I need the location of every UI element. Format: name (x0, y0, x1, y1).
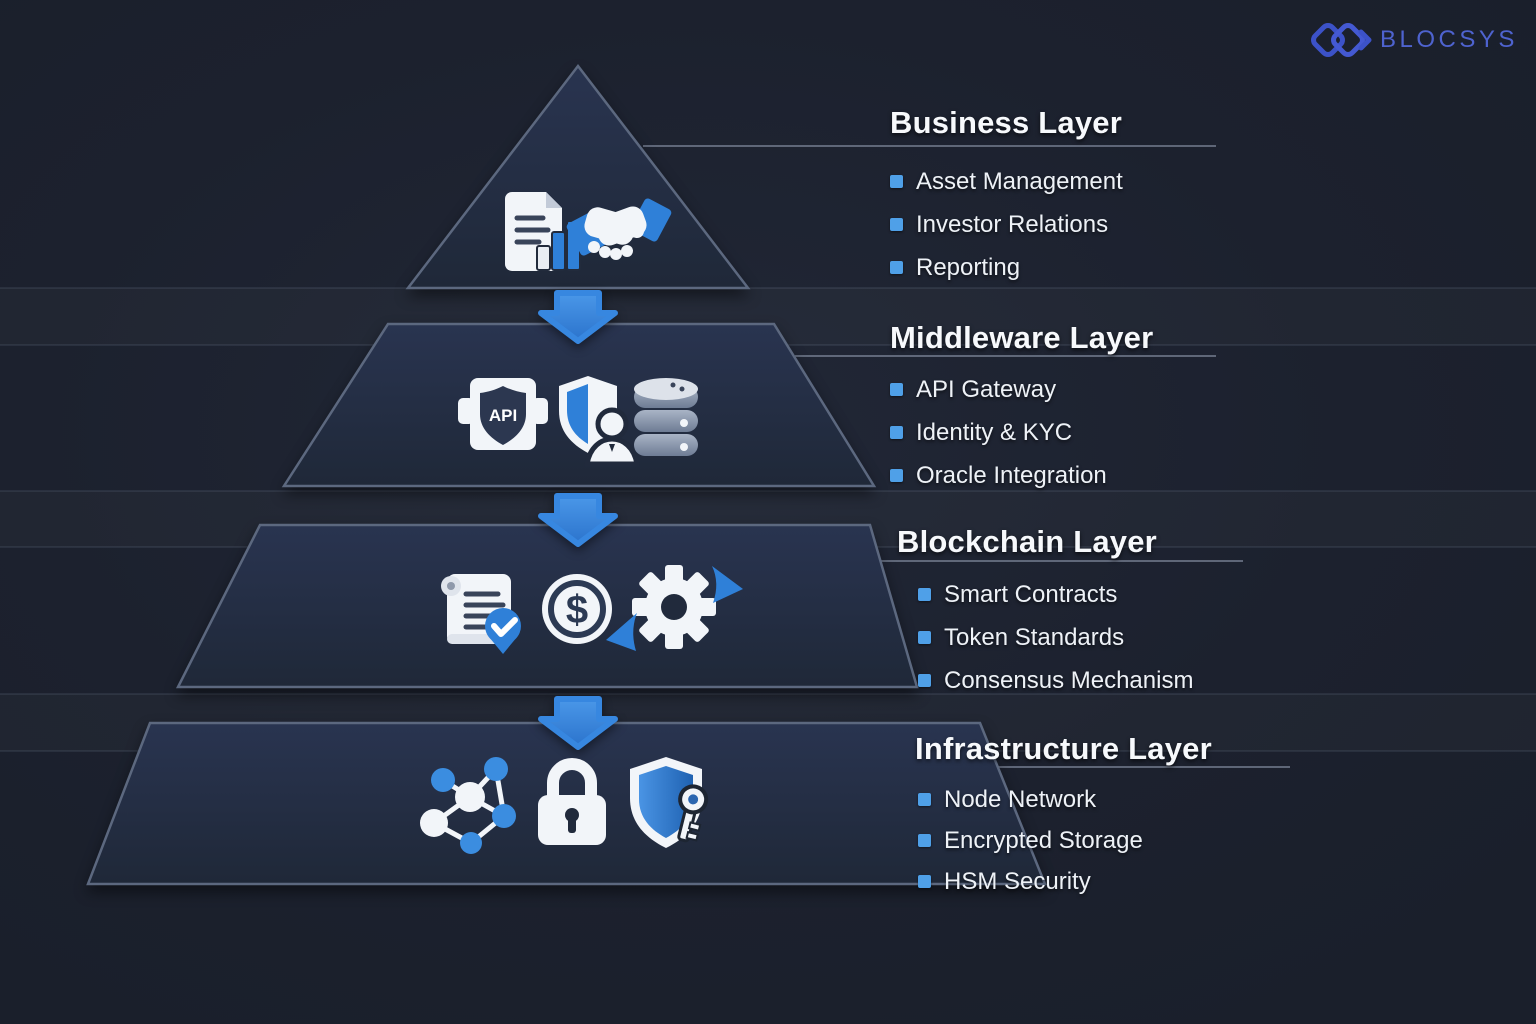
layer-item-list: Smart Contracts Token Standards Consensu… (897, 573, 1327, 702)
handshake-icon (566, 198, 672, 260)
item-label: Encrypted Storage (944, 826, 1143, 854)
layer-info-middleware: Middleware Layer API Gateway Identity & … (890, 318, 1320, 497)
list-item: Oracle Integration (890, 454, 1320, 497)
bullet-square-icon (890, 218, 903, 231)
layer-title: Business Layer (890, 105, 1122, 140)
smart-contract-icon (441, 574, 521, 654)
layer-item-list: Node Network Encrypted Storage HSM Secur… (915, 779, 1345, 902)
list-item: Encrypted Storage (918, 820, 1345, 861)
layer-title: Infrastructure Layer (915, 731, 1212, 766)
bullet-square-icon (918, 793, 931, 806)
list-item: API Gateway (890, 368, 1320, 411)
bullet-square-icon (918, 674, 931, 687)
list-item: Asset Management (890, 160, 1320, 203)
down-arrow-icon (538, 696, 618, 750)
list-item: HSM Security (918, 861, 1345, 902)
item-label: Consensus Mechanism (944, 666, 1194, 694)
layer-item-list: Asset Management Investor Relations Repo… (890, 160, 1320, 289)
bullet-square-icon (918, 875, 931, 888)
consensus-gear-icon (606, 565, 743, 651)
dollar-symbol: $ (566, 588, 588, 632)
blocsys-logo-icon (1311, 23, 1372, 57)
down-arrow-icon (538, 493, 618, 547)
item-label: Asset Management (916, 167, 1123, 195)
down-arrow-icon (538, 290, 618, 344)
dollar-coin-icon: $ (542, 574, 612, 644)
item-label: Smart Contracts (944, 580, 1118, 608)
list-item: Node Network (918, 779, 1345, 820)
bullet-square-icon (890, 175, 903, 188)
layer-title: Blockchain Layer (897, 524, 1157, 559)
item-label: API Gateway (916, 375, 1057, 403)
list-item: Identity & KYC (890, 411, 1320, 454)
layer-info-blockchain: Blockchain Layer Smart Contracts Token S… (897, 522, 1327, 702)
api-label: API (489, 406, 517, 425)
list-item: Token Standards (918, 616, 1327, 659)
list-item: Consensus Mechanism (918, 659, 1327, 702)
item-label: Token Standards (944, 623, 1125, 651)
layer-info-infrastructure: Infrastructure Layer Node Network Encryp… (915, 729, 1345, 902)
list-item: Reporting (890, 246, 1320, 289)
layer-item-list: API Gateway Identity & KYC Oracle Integr… (890, 368, 1320, 497)
list-item: Smart Contracts (918, 573, 1327, 616)
bullet-square-icon (918, 834, 931, 847)
brand-name: BLOCSYS (1380, 26, 1518, 53)
item-label: Reporting (916, 253, 1021, 281)
list-item: Investor Relations (890, 203, 1320, 246)
item-label: Node Network (944, 785, 1097, 813)
bullet-square-icon (918, 631, 931, 644)
business-layer-shape (405, 63, 751, 290)
bullet-square-icon (890, 469, 903, 482)
database-icon (634, 378, 698, 456)
api-gateway-icon: API (458, 378, 548, 450)
shield-key-icon (630, 757, 709, 848)
brand-logo: BLOCSYS (1308, 14, 1518, 66)
layer-title: Middleware Layer (890, 320, 1154, 355)
node-network-icon (420, 757, 516, 854)
item-label: HSM Security (944, 867, 1091, 895)
bullet-square-icon (918, 588, 931, 601)
item-label: Oracle Integration (916, 461, 1107, 489)
layer-info-business: Business Layer Asset Management Investor… (890, 103, 1320, 289)
bullet-square-icon (890, 261, 903, 274)
bullet-square-icon (890, 383, 903, 396)
padlock-icon (538, 758, 606, 845)
item-label: Investor Relations (916, 210, 1109, 238)
identity-shield-icon (559, 376, 640, 467)
bullet-square-icon (890, 426, 903, 439)
item-label: Identity & KYC (916, 418, 1073, 446)
